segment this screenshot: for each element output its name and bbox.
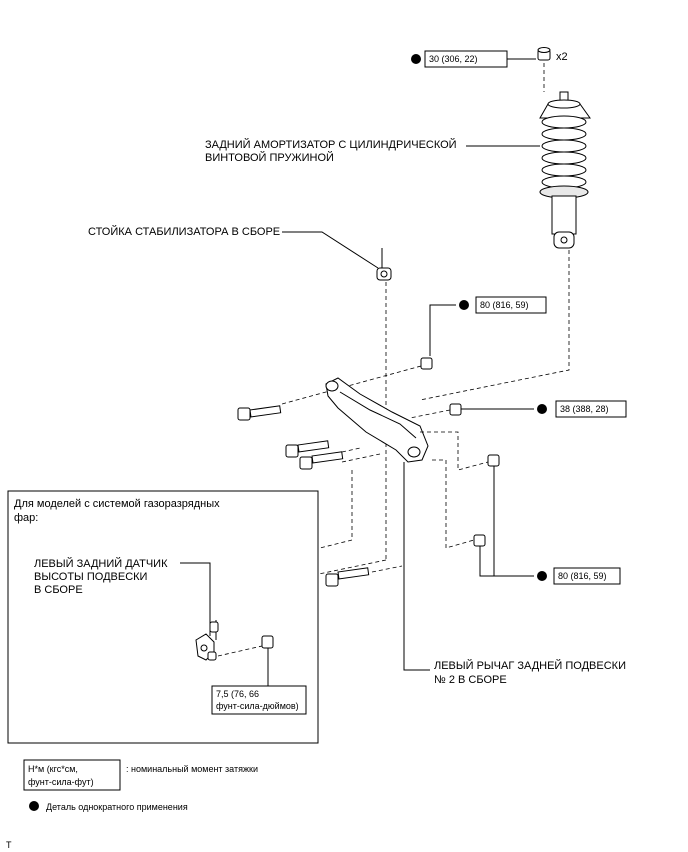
torque-sensor-line2: фунт-сила-дюймов) [216, 701, 299, 711]
legend-unit-line2: фунт-сила-фут) [28, 777, 94, 787]
label-height-sensor-line3: В СБОРЕ [34, 584, 83, 596]
bolt-2-icon [285, 440, 330, 458]
one-time-use-dot-icon [411, 54, 421, 64]
footer-mark: T [6, 840, 12, 850]
label-height-sensor-line2: ВЫСОТЫ ПОДВЕСКИ [34, 571, 147, 583]
bolt-1-icon [237, 405, 282, 421]
torque-box-arm-upper [475, 296, 547, 314]
label-rear-arm-line1: ЛЕВЫЙ РЫЧАГ ЗАДНЕЙ ПОДВЕСКИ [434, 659, 626, 672]
arm-mid-nut-icon [449, 403, 462, 416]
inset-title-line1: Для моделей с системой газоразрядных [14, 498, 220, 510]
one-time-use-dot-icon [537, 571, 547, 581]
torque-arm-lower: 80 (816, 59) [558, 571, 607, 581]
arm-upper-nut-icon [420, 357, 433, 370]
legend-unit-box [23, 759, 121, 791]
torque-box-arm-lower [553, 567, 621, 585]
inset-title-line2: фар: [14, 512, 38, 524]
torque-arm-upper: 80 (816, 59) [480, 300, 529, 310]
label-rear-arm-line2: № 2 В СБОРЕ [434, 674, 507, 686]
bolt-4-icon [325, 567, 370, 587]
label-height-sensor-line1: ЛЕВЫЙ ЗАДНИЙ ДАТЧИК [34, 557, 168, 570]
top-nut-quantity: x2 [556, 51, 568, 63]
torque-box-sensor [211, 685, 307, 715]
rear-suspension-arm-icon [325, 377, 429, 463]
legend-dot-desc: Деталь однократного применения [46, 802, 188, 812]
torque-top-nut: 30 (306, 22) [429, 54, 478, 64]
arm-lower-nut-1-icon [487, 454, 500, 467]
torque-box-arm-mid [555, 400, 627, 418]
shock-absorber-icon [539, 91, 591, 249]
one-time-use-dot-icon [537, 404, 547, 414]
label-rear-shock-line2: ВИНТОВОЙ ПРУЖИНОЙ [205, 151, 334, 164]
torque-sensor-line1: 7,5 (76, 66 [216, 689, 259, 699]
torque-arm-mid: 38 (388, 28) [560, 404, 609, 414]
one-time-use-dot-icon [459, 300, 469, 310]
label-stabilizer-link: СТОЙКА СТАБИЛИЗАТОРА В СБОРЕ [88, 225, 280, 238]
stabilizer-link-icon [376, 248, 392, 281]
legend-unit-line1: Н*м (кгс*см, [28, 764, 78, 774]
arm-lower-nut-2-icon [473, 534, 486, 547]
legend-unit-desc: : номинальный момент затяжки [126, 764, 258, 774]
legend-dot-icon [29, 801, 39, 811]
label-rear-shock-line1: ЗАДНИЙ АМОРТИЗАТОР С ЦИЛИНДРИЧЕСКОЙ [205, 138, 457, 151]
top-nut-icon [537, 47, 551, 61]
bolt-3-icon [299, 451, 344, 470]
sensor-nut-icon [261, 635, 274, 649]
height-sensor-icon [195, 620, 219, 661]
